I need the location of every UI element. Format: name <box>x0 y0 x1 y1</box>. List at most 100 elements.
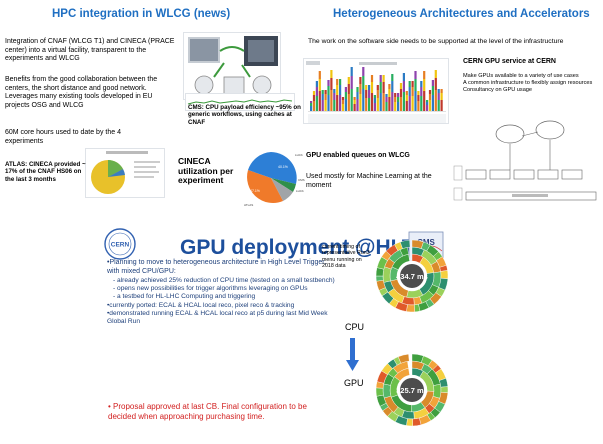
usage-bar-segment <box>373 98 376 103</box>
pie-slice-lhcb <box>271 178 293 201</box>
pie-label-lhcb: LHCb <box>296 189 304 193</box>
pie-value-atlas: 47.1% <box>250 189 260 193</box>
down-arrow-icon <box>346 338 359 371</box>
cern-gpu-line: A common infrastructure to flexibly assi… <box>463 80 593 87</box>
cms-note: CMS: CPU payload efficiency ~95% on gene… <box>188 104 301 126</box>
gpu-time-label: 325.7 ms <box>396 386 428 395</box>
usage-bar-segment <box>420 81 423 87</box>
usage-bar-segment <box>324 94 327 100</box>
usage-bar-segment <box>315 96 318 111</box>
gpu-queues-title: GPU enabled queues on WLCG <box>306 152 410 159</box>
cms-efficiency-graphic <box>187 99 293 105</box>
usage-bar-segment <box>341 97 345 100</box>
usage-bar-segment <box>356 99 359 111</box>
sunburst-segment <box>400 239 411 249</box>
hlt-bullets: •Planning to move to heterogeneous archi… <box>107 258 337 326</box>
pie-label-atlas: ATLAS <box>244 203 253 207</box>
atlas-pie-thumbnail <box>85 148 165 198</box>
usage-bar-segment <box>310 103 313 106</box>
usage-bar-segment <box>426 100 429 102</box>
usage-bar-segment <box>385 102 388 111</box>
hpc-para-3: 60M core hours used to date by the 4 exp… <box>5 129 121 145</box>
cineca-pie-chart: 40.1% 47.1% LHCb CMS LHCb ATLAS <box>244 152 305 207</box>
usage-bar-segment <box>368 90 371 98</box>
usage-bar-segment <box>437 100 440 111</box>
gpu-service-graphic <box>453 120 597 201</box>
usage-bar-segment <box>333 93 336 100</box>
usage-bar-segment <box>426 102 429 105</box>
usage-bar-segment <box>362 67 365 76</box>
hpc-para-1: Integration of CNAF (WLCG T1) and CINECA… <box>5 38 175 63</box>
usage-bar-segment <box>344 92 347 99</box>
usage-bar-segment <box>428 94 432 100</box>
usage-bar-segment <box>373 95 376 98</box>
hetero-title: Heterogeneous Architectures and Accelera… <box>333 8 590 20</box>
sunburst-segment <box>375 387 384 397</box>
gpu-usage-chart-thumbnail <box>303 58 449 124</box>
usage-bar-segment <box>434 78 437 90</box>
usage-bar-segment <box>402 73 405 81</box>
usage-bar-segment <box>399 89 403 97</box>
usage-bar-segment <box>399 97 403 111</box>
usage-bar-segment <box>388 84 391 89</box>
cnaf-cineca-graphic <box>188 36 278 96</box>
usage-bar-segment <box>408 87 411 96</box>
usage-bar-segment <box>417 95 420 101</box>
usage-bar-segment <box>353 100 356 104</box>
usage-bar-segment <box>420 87 423 96</box>
usage-bar-segment <box>310 106 313 111</box>
usage-bar-segment <box>434 70 437 78</box>
usage-bar-segment <box>370 93 374 111</box>
usage-bar-segment <box>434 90 437 111</box>
sunburst-segment <box>375 275 384 282</box>
sunburst-segment <box>382 383 392 399</box>
usage-bar-segment <box>373 103 376 111</box>
hlt-bullet: - opens new possibilities for trigger al… <box>113 285 308 293</box>
usage-bar-segment <box>379 75 382 82</box>
cern-gpu-title: CERN GPU service at CERN <box>463 58 556 65</box>
usage-bar-segment <box>350 67 353 76</box>
cpu-time-label: 434.7 ms <box>396 272 428 281</box>
cern-logo-text: CERN <box>111 242 130 249</box>
pie-label-cms: CMS <box>298 178 305 182</box>
sunburst-segment <box>397 353 410 364</box>
usage-bar-segment <box>431 86 434 95</box>
pie-slice-other <box>248 152 271 178</box>
usage-bar-segment <box>423 91 426 111</box>
usage-bar-segment <box>428 100 432 111</box>
usage-bar-segment <box>440 89 443 93</box>
hlt-bullet: - already achieved 25% reduction of CPU … <box>113 277 335 284</box>
usage-bar-segment <box>318 79 321 91</box>
gpu-queues-text: Used mostly for Machine Learning at the … <box>306 173 432 189</box>
proposal-note: • Proposal approved at last CB. Final co… <box>108 402 307 421</box>
usage-bar-segment <box>437 89 440 93</box>
usage-bar-segment <box>440 100 443 111</box>
usage-bar-segment <box>379 82 382 93</box>
cern-gpu-line: Make GPUs available to a variety of use … <box>463 73 579 79</box>
usage-bar-segment <box>428 90 432 94</box>
usage-bar-segment <box>312 91 316 95</box>
usage-bar-segment <box>408 96 411 111</box>
usage-bar-segment <box>312 101 316 111</box>
usage-bar-segment <box>339 79 342 85</box>
cms-efficiency-plot <box>185 93 295 111</box>
usage-bar-segment <box>388 89 391 97</box>
usage-bar-segment <box>333 100 336 111</box>
usage-bar-segment <box>388 97 391 111</box>
usage-bar-segment <box>420 96 423 111</box>
usage-bar-segment <box>336 95 339 111</box>
gpu-deployment-title: GPU deployment @HLT <box>180 236 415 259</box>
usage-bar-segment <box>376 90 379 98</box>
usage-bar-segment <box>431 95 434 111</box>
usage-bar-segment <box>382 75 385 82</box>
cern-gpu-lines: Make GPUs available to a variety of use … <box>463 73 601 95</box>
usage-bar-segment <box>365 98 368 111</box>
usage-bar-segment <box>365 90 368 98</box>
usage-bar-segment <box>359 77 362 84</box>
usage-bar-segment <box>341 100 345 104</box>
hlt-bullet: •demonstrated running ECAL & HCAL local … <box>107 309 328 326</box>
usage-bar-segment <box>423 79 426 91</box>
usage-bar-segment <box>399 83 403 89</box>
hlt-bullet: •currently ported: ECAL & HCAL local rec… <box>107 301 295 309</box>
usage-bar-segment <box>336 79 339 85</box>
